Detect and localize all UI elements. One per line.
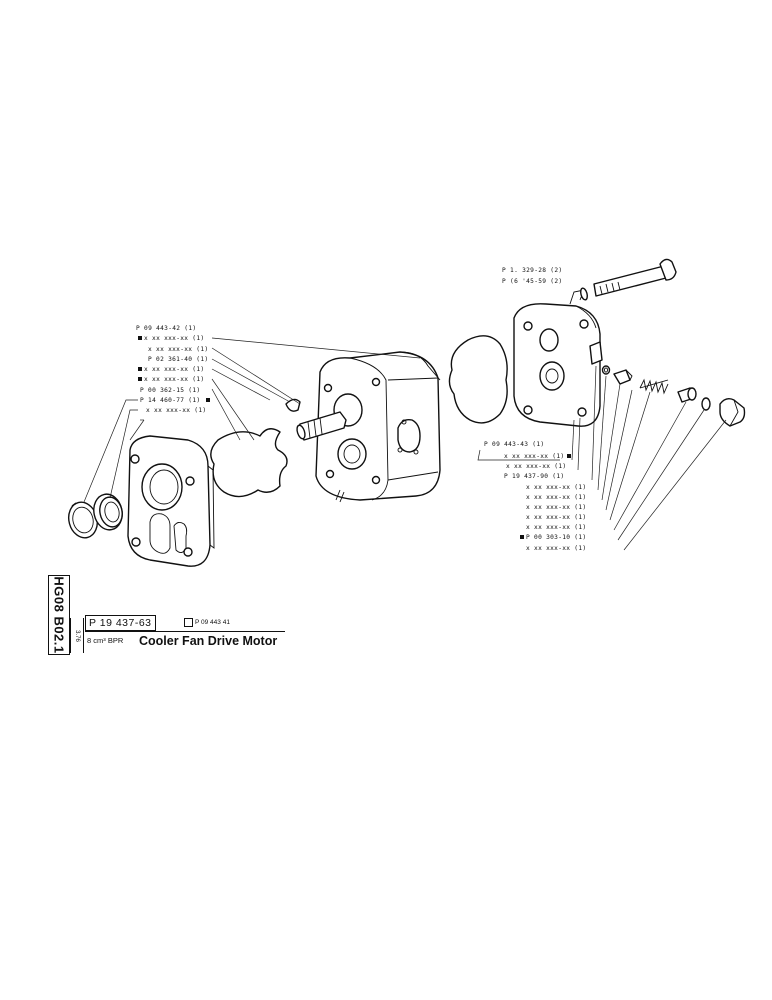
valve-ring-part xyxy=(601,365,611,375)
kit-marker-icon xyxy=(206,398,210,402)
reference-number: P 09 443 41 xyxy=(184,618,230,627)
labels-left: P 09 443-42 (1) x xx xxx-xx (1) x xx xxx… xyxy=(136,325,210,414)
part-label: x xx xxx-xx (1) xyxy=(506,463,566,470)
front-gasket-part xyxy=(210,428,288,498)
reference-number-text: P 09 443 41 xyxy=(195,619,230,626)
labels-top: P 1. 329-28 (2) P (6 '45-59 (2) xyxy=(502,267,562,285)
section-code: HG08 B02.1 xyxy=(51,576,67,654)
part-number-box: P 19 437-63 xyxy=(85,615,156,631)
kit-marker-icon xyxy=(138,367,142,371)
part-label: x xx xxx-xx (1) xyxy=(144,366,204,373)
part-label: P 02 361-40 (1) xyxy=(148,356,208,363)
part-label: P 19 437-90 (1) xyxy=(504,473,564,480)
valve-plug-part xyxy=(719,397,746,427)
drive-shaft-part xyxy=(296,411,347,441)
part-label: P 00 303-10 (1) xyxy=(526,534,586,541)
kit-marker-icon xyxy=(138,377,142,381)
long-bolt-part xyxy=(580,258,677,301)
kit-marker-icon xyxy=(567,454,571,458)
part-label: x xx xxx-xx (1) xyxy=(526,524,586,531)
valve-spring-part xyxy=(639,378,669,395)
part-label: P 09 443-43 (1) xyxy=(484,441,544,448)
part-label: x xx xxx-xx (1) xyxy=(526,504,586,511)
part-label: P 09 443-42 (1) xyxy=(136,325,196,332)
date-box: 3.76 xyxy=(70,618,84,653)
key-part xyxy=(285,398,301,412)
part-label: x xx xxx-xx (1) xyxy=(144,335,204,342)
part-label: x xx xxx-xx (1) xyxy=(526,484,586,491)
part-label: x xx xxx-xx (1) xyxy=(526,545,586,552)
checkbox-square-icon xyxy=(184,618,193,627)
rear-cover-part xyxy=(513,289,603,427)
part-label: x xx xxx-xx (1) xyxy=(146,407,206,414)
section-code-box: HG08 B02.1 xyxy=(48,575,70,655)
front-flange-cover-part xyxy=(127,435,215,567)
valve-plunger-part xyxy=(677,387,697,403)
part-label: x xx xxx-xx (1) xyxy=(526,514,586,521)
displacement-spec: 8 cm³ BPR xyxy=(87,636,124,645)
part-label: x xx xxx-xx (1) xyxy=(144,376,204,383)
part-label: P 00 362-15 (1) xyxy=(140,387,200,394)
part-label: x xx xxx-xx (1) xyxy=(526,494,586,501)
page-title: Cooler Fan Drive Motor xyxy=(139,634,278,648)
revision-date: 3.76 xyxy=(74,629,80,642)
gear-housing-part xyxy=(315,351,441,503)
kit-marker-icon xyxy=(520,535,524,539)
shaft-seal-part xyxy=(93,493,123,531)
part-label: x xx xxx-xx (1) xyxy=(148,346,208,353)
rear-gasket-part xyxy=(448,335,508,424)
part-label: P 1. 329-28 (2) xyxy=(502,267,562,274)
kit-marker-icon xyxy=(138,336,142,340)
labels-right: P 09 443-43 (1) x xx xxx-xx (1) x xx xxx… xyxy=(484,441,586,552)
valve-oring-part xyxy=(701,397,711,411)
title-divider xyxy=(85,631,285,632)
valve-poppet-part xyxy=(613,369,633,385)
part-label: P (6 '45-59 (2) xyxy=(502,278,562,285)
leader-lines xyxy=(83,337,727,551)
part-label: P 14 460-77 (1) xyxy=(140,397,200,404)
part-label: x xx xxx-xx (1) xyxy=(504,453,564,460)
